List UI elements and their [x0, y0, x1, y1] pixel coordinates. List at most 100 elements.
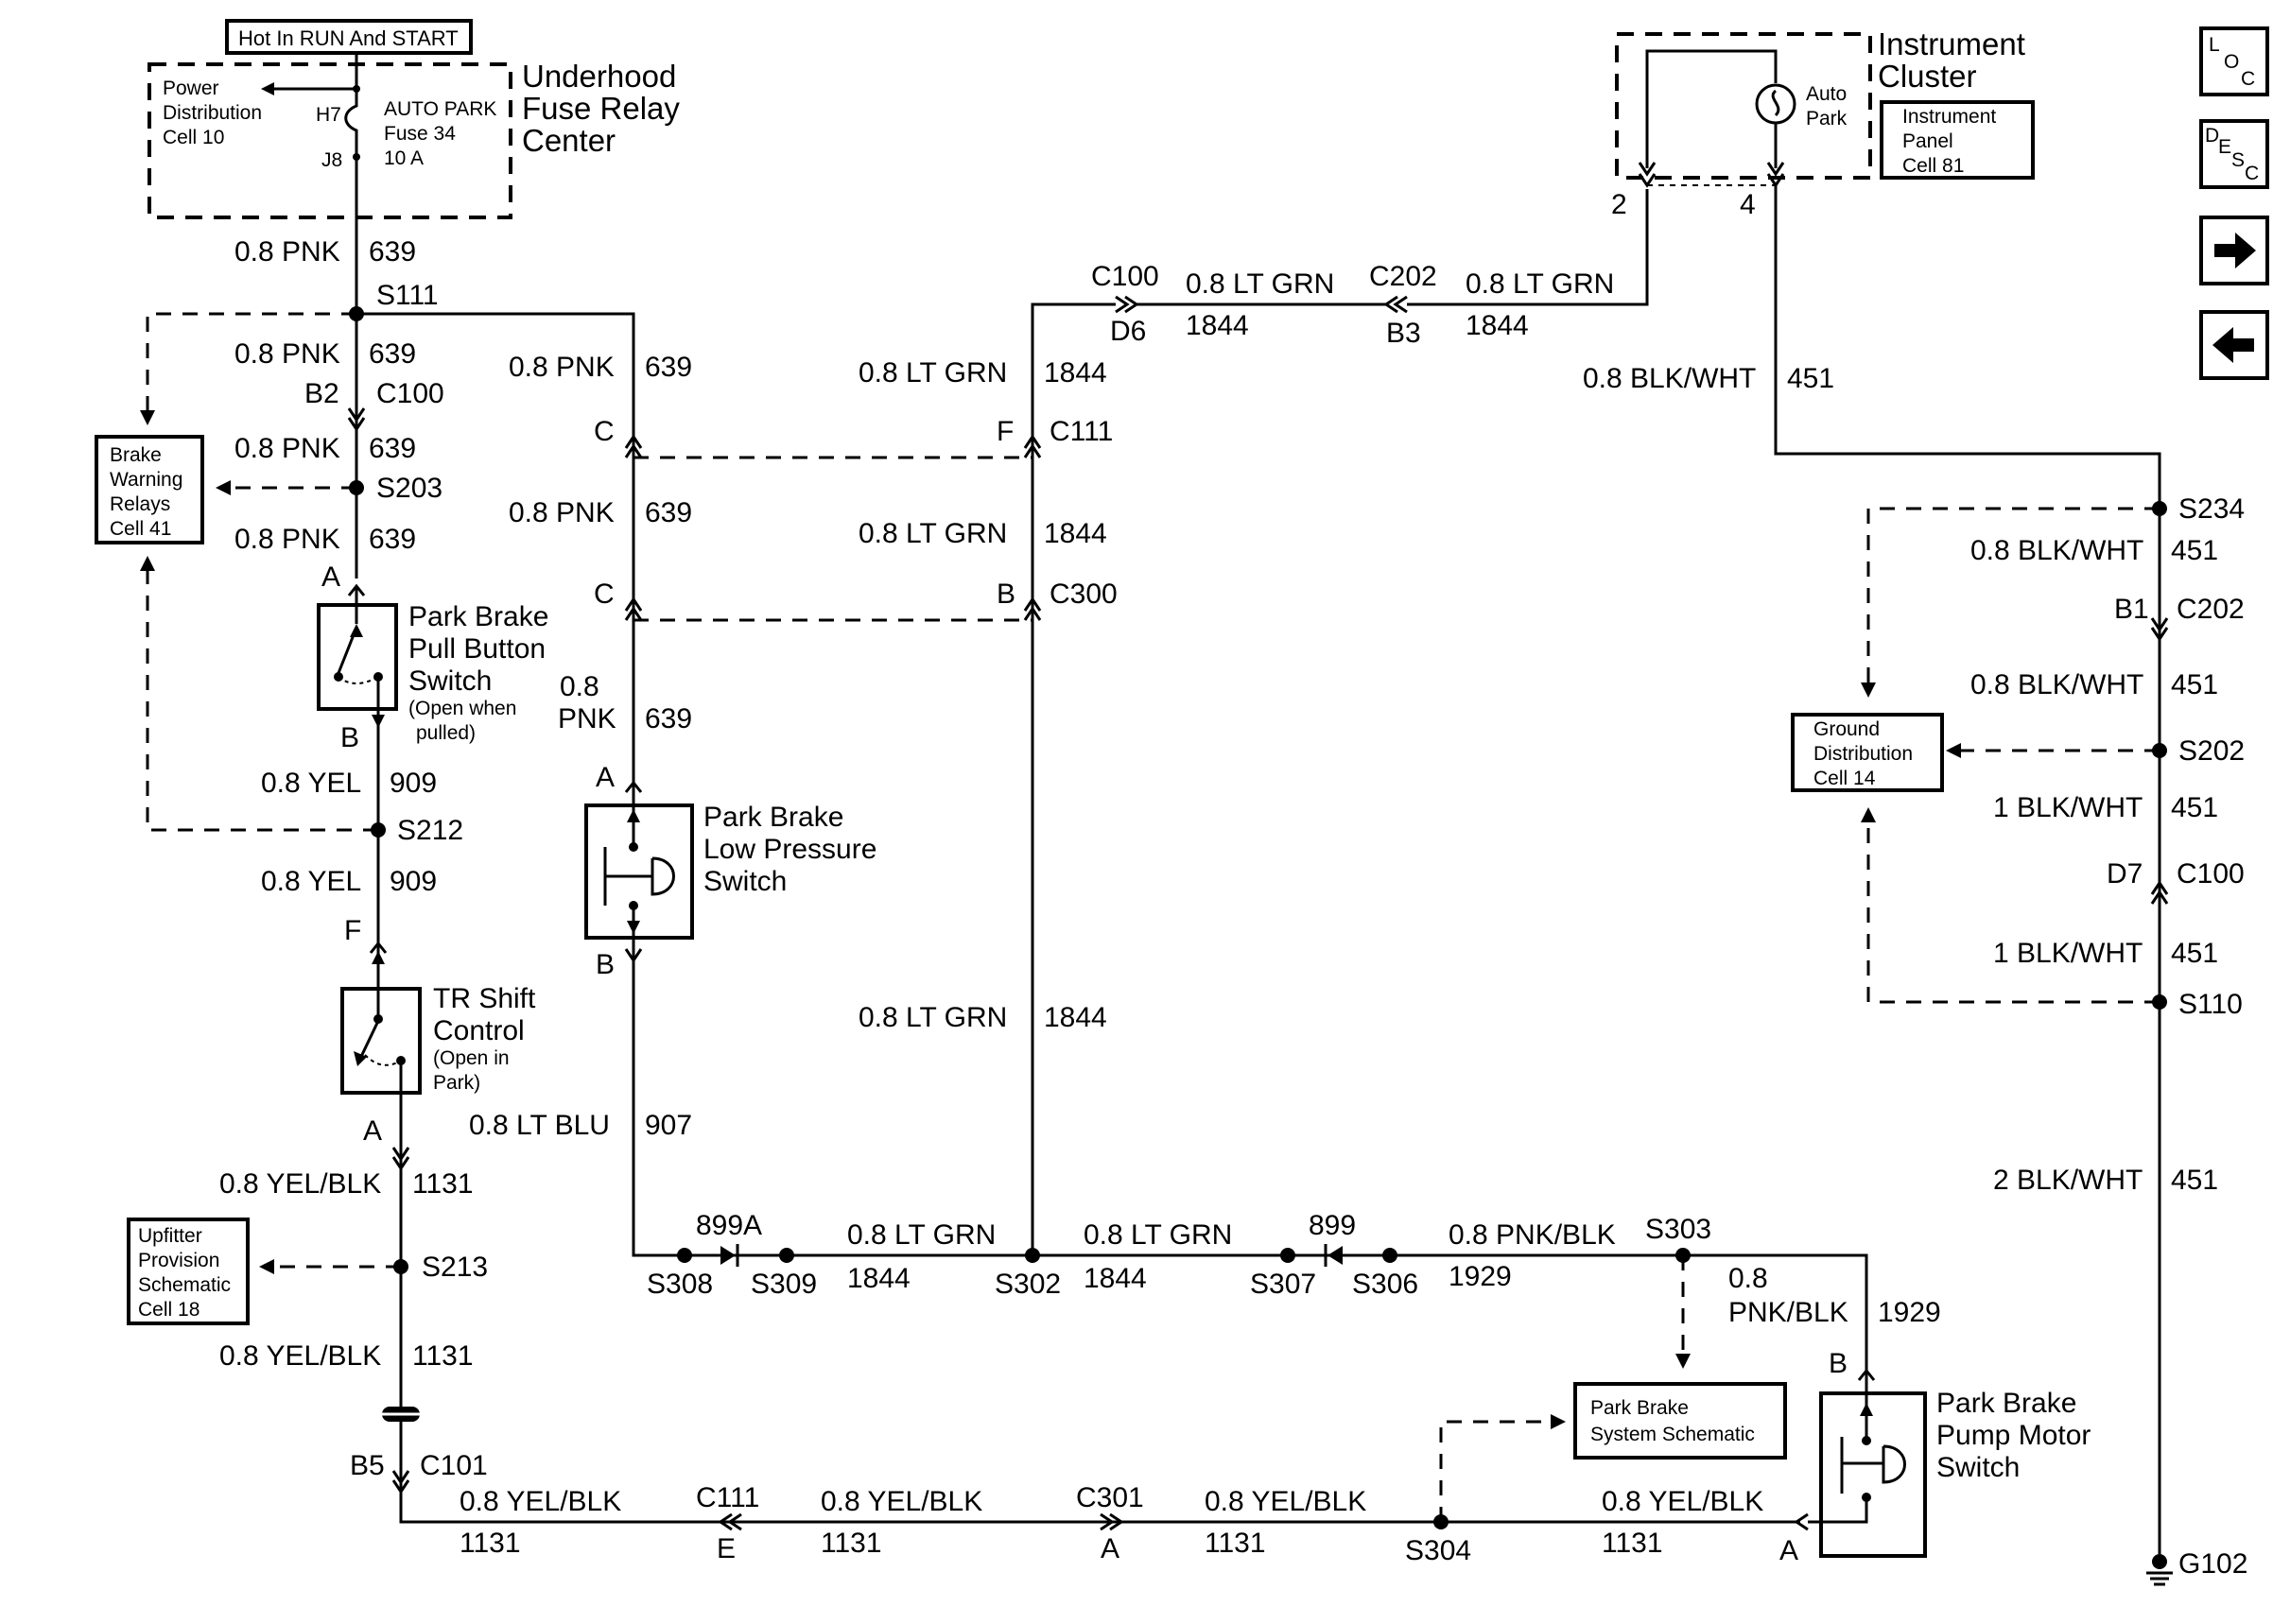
diode-899 [1327, 1246, 1343, 1265]
pump-switch-pin-a: A [1779, 1535, 1798, 1566]
cluster-internal-wire [1645, 49, 1778, 168]
w451-f-size: 2 BLK/WHT [1993, 1165, 2143, 1196]
w1844-c-size: 0.8 LT GRN [859, 357, 1007, 389]
pin-c-c300: C [594, 579, 615, 610]
c301-pin-a: A [1101, 1533, 1119, 1564]
tr-shift-control[interactable] [340, 987, 422, 1095]
s111-dashed-to-brake-warning [146, 312, 356, 416]
c100-connector-a [347, 407, 366, 432]
park-brake-pump-motor-switch[interactable] [1819, 1391, 1927, 1558]
w1929-b-size: 0.8 [1728, 1263, 1768, 1294]
w639-f-size: 0.8 PNK [509, 497, 615, 528]
w451-d-size: 1 BLK/WHT [1993, 792, 2143, 823]
b3-label: B3 [1386, 318, 1421, 349]
wire-907 [632, 949, 685, 1257]
c101-label: C101 [420, 1450, 488, 1481]
w1844-c-num: 1844 [1044, 357, 1107, 389]
w1844-g-size: 0.8 LT GRN [1084, 1219, 1232, 1251]
pull-switch-arrow-bottom [372, 715, 385, 728]
w1131-f-num: 1131 [1602, 1528, 1663, 1559]
upfitter-4: Cell 18 [138, 1299, 200, 1321]
park-brake-system-ref [1573, 1382, 1787, 1460]
w1131-a-size: 0.8 YEL/BLK [219, 1168, 381, 1200]
w1131-b-num: 1131 [412, 1340, 474, 1372]
w909-b-num: 909 [390, 866, 437, 897]
instrument-panel-3: Cell 81 [1902, 155, 1964, 177]
ground-dist-2: Distribution [1813, 743, 1913, 765]
wire-1844-to-cluster [1407, 189, 1649, 306]
w1844-a-num: 1844 [1186, 310, 1249, 341]
w909-a-num: 909 [390, 768, 437, 799]
lp-switch-contact-top [629, 842, 638, 852]
wire-639-to-low-pressure [356, 312, 635, 785]
cluster-pin-4: 4 [1740, 189, 1756, 220]
w1844-e-num: 1844 [1044, 1002, 1107, 1033]
desc-letter-e: E [2218, 136, 2231, 158]
ground-g102-symbol [2146, 1571, 2173, 1586]
s303-arrow-head [1675, 1354, 1691, 1369]
w639-a-size: 0.8 PNK [234, 236, 340, 268]
c202-a-label: C202 [1369, 261, 1437, 292]
c111-a-pin-f: F [997, 416, 1014, 447]
park-brake-low-pressure-switch[interactable] [584, 803, 694, 940]
w639-d-size: 0.8 PNK [234, 524, 340, 555]
w451-e-size: 1 BLK/WHT [1993, 938, 2143, 969]
s212-label: S212 [397, 815, 463, 846]
s304-dashed-to-park-brake-system [1439, 1420, 1551, 1522]
c100-b-label: C100 [1091, 261, 1159, 292]
location-button[interactable]: L O C [2199, 26, 2269, 96]
pdc-arrow-head [261, 82, 274, 95]
lp-switch-diaphragm [651, 856, 675, 896]
g102-label: G102 [2178, 1548, 2247, 1580]
w1844-a-size: 0.8 LT GRN [1186, 268, 1334, 300]
w1131-a-num: 1131 [412, 1168, 474, 1200]
tr-shift-blade [357, 1020, 380, 1062]
right-arrow-icon [2214, 233, 2256, 268]
s110-label: S110 [2178, 989, 2243, 1020]
description-button[interactable]: D E S C [2199, 119, 2269, 189]
w451-c-num: 451 [2171, 669, 2218, 700]
underhood-fuse-relay-center-box [147, 62, 512, 219]
c300-label: C300 [1050, 579, 1118, 610]
w639-b-num: 639 [369, 338, 416, 370]
s203-label: S203 [376, 473, 442, 504]
w639-g-size: 0.8 [560, 671, 599, 702]
w639-e-size: 0.8 PNK [509, 352, 615, 383]
hot-in-run-start-box [225, 19, 473, 55]
ground-dist-arrow-bottom [1861, 807, 1876, 822]
c111-a-right-connector [1023, 434, 1042, 458]
upfitter-2: Provision [138, 1250, 219, 1271]
c100-c-label: C100 [2177, 858, 2245, 890]
wire-1929 [1390, 1253, 1868, 1380]
previous-page-button[interactable] [2199, 310, 2269, 380]
pin-h7: H7 [316, 104, 341, 126]
location-button-frame [2199, 26, 2269, 96]
park-brake-system-2: System Schematic [1590, 1424, 1755, 1445]
w451-a-size: 0.8 BLK/WHT [1583, 363, 1756, 394]
c301-label: C301 [1076, 1482, 1144, 1513]
pin-c-c111: C [594, 416, 615, 447]
lp-switch-arrow-top [627, 809, 640, 822]
w1929-b-num: 1929 [1878, 1297, 1941, 1328]
s202-label: S202 [2178, 735, 2245, 767]
w1844-b-num: 1844 [1466, 310, 1529, 341]
w639-b-size: 0.8 PNK [234, 338, 340, 370]
s304-label: S304 [1405, 1535, 1471, 1566]
b2-label: B2 [304, 378, 339, 409]
low-pressure-pin-a: A [596, 762, 615, 793]
w907-num: 907 [645, 1110, 692, 1141]
brake-warning-2: Warning [110, 469, 182, 491]
next-page-button[interactable] [2199, 216, 2269, 285]
instrument-panel-2: Panel [1902, 130, 1953, 152]
brake-warning-arrow-bottom [140, 556, 155, 571]
auto-park-label-2: Park [1806, 108, 1848, 130]
w451-b-size: 0.8 BLK/WHT [1970, 535, 2143, 566]
w1131-b-size: 0.8 YEL/BLK [219, 1340, 381, 1372]
s302-label: S302 [995, 1269, 1061, 1300]
tr-shift-arrow-top [372, 951, 385, 964]
s202-arrow-head [1946, 743, 1961, 758]
desc-letter-c: C [2245, 163, 2259, 184]
w451-a-num: 451 [1787, 363, 1834, 394]
pump-switch-pin-b: B [1829, 1348, 1848, 1379]
